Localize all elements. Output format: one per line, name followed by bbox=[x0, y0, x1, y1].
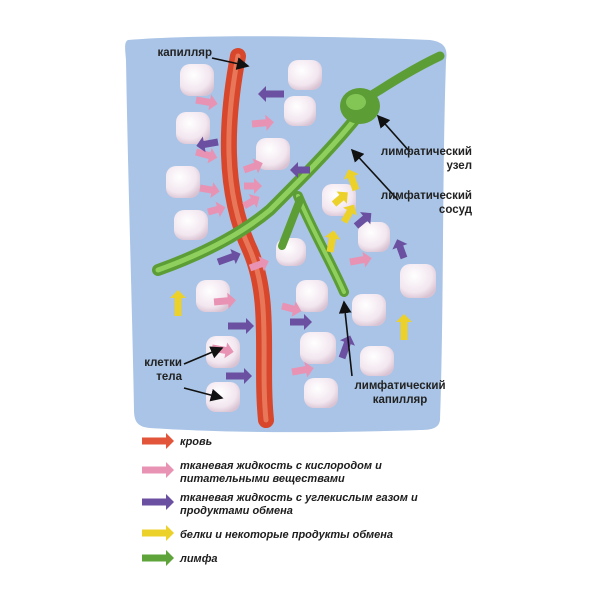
oxygen-fluid-arrows bbox=[195, 94, 372, 378]
label-lymph-node-line1: лимфатический bbox=[380, 146, 472, 158]
lymphatic-system bbox=[152, 51, 445, 297]
callout-lymph-capillary bbox=[338, 300, 353, 377]
legend-oxygen-line2: питательными веществами bbox=[180, 473, 345, 485]
co2-fluid-arrow bbox=[196, 136, 219, 153]
body-cells bbox=[166, 60, 436, 412]
protein-arrow bbox=[324, 230, 341, 253]
label-body-cells-line2: тела bbox=[156, 371, 182, 383]
co2-fluid-arrows bbox=[196, 86, 408, 384]
body-cell bbox=[174, 210, 208, 240]
protein-arrow bbox=[343, 169, 360, 192]
oxygen-fluid-arrow bbox=[251, 114, 274, 131]
label-lymph-node: лимфатический узел bbox=[360, 145, 472, 173]
co2-fluid-arrow bbox=[290, 162, 310, 178]
legend-text-lymph: лимфа bbox=[180, 553, 218, 566]
legend-text-proteins: белки и некоторые продукты обмена bbox=[180, 529, 393, 542]
co2-fluid-arrow bbox=[290, 314, 312, 330]
body-cell bbox=[256, 138, 290, 170]
lymph-capillary-highlight bbox=[296, 194, 346, 294]
oxygen-fluid-arrow bbox=[291, 361, 314, 378]
oxygen-fluid-arrow bbox=[244, 178, 262, 194]
label-lymph-capillary-line2: капилляр bbox=[372, 394, 428, 406]
body-cell bbox=[296, 280, 328, 312]
legend-text-oxygen: тканевая жидкость с кислородом и питател… bbox=[180, 460, 382, 486]
co2-fluid-arrow bbox=[338, 335, 355, 360]
body-cell bbox=[360, 346, 394, 376]
callout-capillary bbox=[211, 57, 250, 70]
co2-fluid-arrow bbox=[258, 86, 284, 102]
protein-arrows bbox=[170, 169, 412, 340]
oxygen-fluid-arrow bbox=[349, 251, 372, 268]
protein-arrow bbox=[396, 314, 412, 340]
legend-arrow-4 bbox=[142, 550, 174, 566]
body-cell bbox=[304, 378, 338, 408]
label-lymph-vessel: лимфатический сосуд bbox=[360, 189, 472, 217]
oxygen-fluid-arrow bbox=[213, 292, 236, 309]
body-cell bbox=[300, 332, 336, 364]
lymph-capillary-branch bbox=[278, 196, 304, 250]
co2-fluid-arrow bbox=[216, 249, 241, 266]
callout-body-cells-1 bbox=[183, 346, 224, 365]
legend-blood-line1: кровь bbox=[180, 436, 213, 448]
body-cell bbox=[180, 64, 214, 96]
co2-fluid-arrow bbox=[226, 368, 252, 384]
co2-fluid-arrow bbox=[353, 212, 372, 229]
legend-text-co2: тканевая жидкость с углекислым газом и п… bbox=[180, 492, 418, 518]
body-cell bbox=[176, 112, 210, 144]
label-lymph-capillary: лимфатический капилляр bbox=[340, 379, 460, 407]
body-cell bbox=[166, 166, 200, 198]
callout-lines bbox=[183, 57, 411, 402]
label-lymph-capillary-line1: лимфатический bbox=[354, 380, 446, 392]
body-cell bbox=[352, 294, 386, 326]
legend-proteins-line1: белки и некоторые продукты обмена bbox=[180, 529, 394, 541]
protein-arrow bbox=[331, 191, 348, 207]
oxygen-fluid-arrow bbox=[207, 201, 226, 218]
legend-arrow-1 bbox=[142, 462, 174, 478]
label-body-cells-line1: клетки bbox=[144, 357, 182, 369]
oxygen-fluid-arrow bbox=[199, 182, 220, 198]
callout-lymph-node bbox=[376, 114, 411, 153]
callout-body-cells-2 bbox=[183, 387, 224, 402]
body-cell bbox=[358, 222, 390, 252]
legend-co2-line1: тканевая жидкость с углекислым газом и bbox=[180, 492, 418, 504]
label-capillary: капилляр bbox=[157, 47, 212, 59]
legend-arrows bbox=[142, 433, 174, 566]
oxygen-fluid-arrow bbox=[242, 158, 263, 174]
lymph-node-highlight bbox=[346, 94, 366, 110]
lymph-vessel-highlight bbox=[155, 115, 359, 273]
callout-lymph-vessel bbox=[350, 148, 399, 201]
legend-lymph-line1: лимфа bbox=[180, 553, 218, 565]
body-cell bbox=[288, 60, 322, 90]
label-lymph-vessel-line2: сосуд bbox=[438, 204, 472, 216]
protein-arrow bbox=[170, 290, 186, 316]
oxygen-fluid-arrow bbox=[242, 194, 260, 210]
label-lymph-node-line2: узел bbox=[446, 160, 472, 172]
body-cell bbox=[196, 280, 230, 312]
legend-text-blood: кровь bbox=[180, 436, 212, 449]
body-cell bbox=[206, 382, 240, 412]
protein-arrow bbox=[340, 204, 357, 224]
blood-capillary-highlight bbox=[226, 53, 269, 423]
oxygen-fluid-arrow bbox=[281, 301, 302, 317]
co2-fluid-arrow bbox=[228, 318, 254, 334]
legend-arrow-0 bbox=[142, 433, 174, 449]
oxygen-fluid-arrow bbox=[195, 94, 218, 111]
legend-arrow-2 bbox=[142, 494, 174, 510]
body-cell bbox=[400, 264, 436, 298]
legend-co2-line2: продуктами обмена bbox=[180, 505, 293, 517]
co2-fluid-arrow bbox=[392, 239, 408, 260]
oxygen-fluid-arrow bbox=[195, 147, 218, 164]
label-lymph-vessel-line1: лимфатический bbox=[380, 190, 472, 202]
legend-arrow-3 bbox=[142, 525, 174, 541]
body-cell bbox=[284, 96, 316, 126]
oxygen-fluid-arrow bbox=[248, 256, 269, 272]
label-body-cells: клетки тела bbox=[118, 356, 182, 384]
legend-oxygen-line1: тканевая жидкость с кислородом и bbox=[180, 460, 382, 472]
